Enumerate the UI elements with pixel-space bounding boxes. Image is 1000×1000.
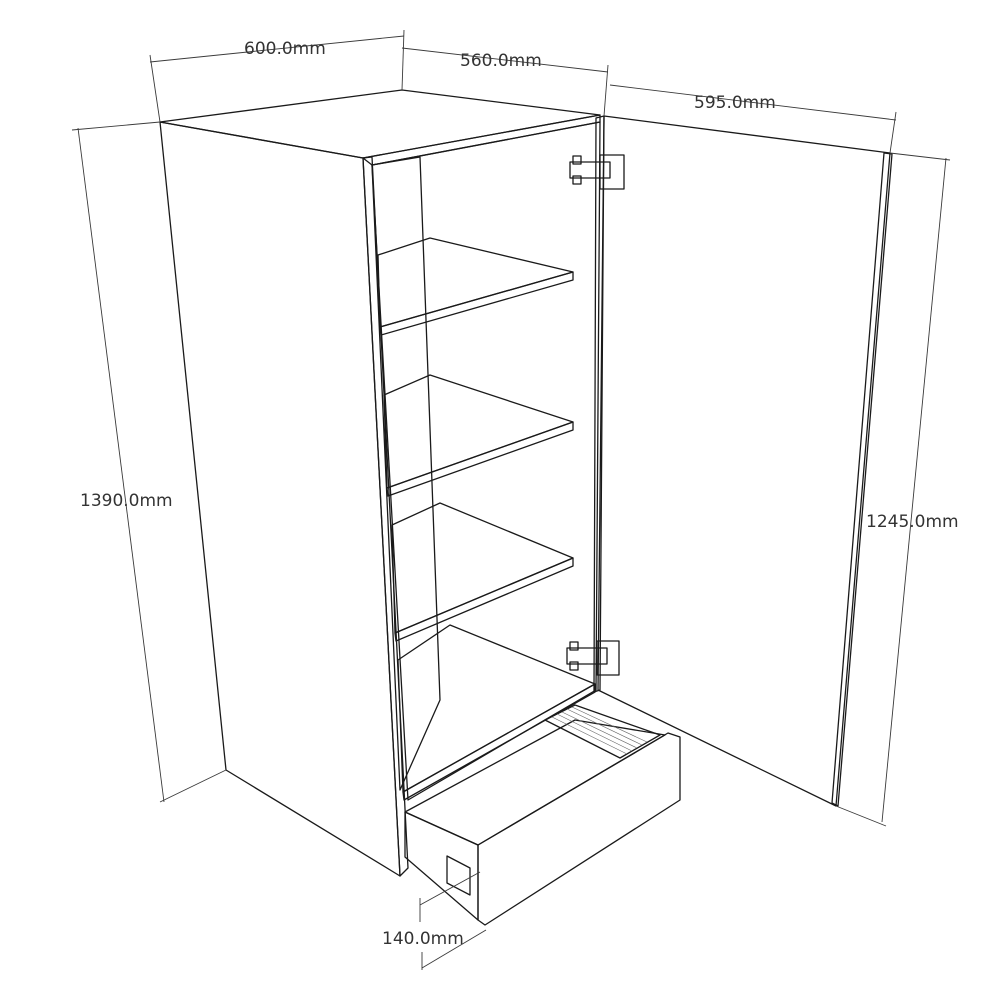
top-panel-front-edge <box>362 114 601 166</box>
shelf-2 <box>383 374 574 497</box>
drawer-front[interactable] <box>477 732 681 926</box>
dimension-door-height <box>835 152 951 827</box>
dimension-depth <box>401 47 609 117</box>
inner-side-strip <box>371 156 441 791</box>
left-panel-edge <box>362 156 409 877</box>
label-drawer-height: 140.0mm <box>382 929 464 949</box>
hinge-bottom <box>566 640 620 676</box>
dimension-overall-height <box>71 121 227 803</box>
shelf-1 <box>377 237 574 336</box>
door-edge <box>831 152 893 807</box>
drawer-ribbed-mat <box>544 704 661 759</box>
shelf-4-base <box>397 624 596 801</box>
hinge-top <box>569 154 625 190</box>
label-door-height: 1245.0mm <box>866 512 959 532</box>
right-carcass-edge <box>593 115 605 693</box>
dimension-door-width <box>609 84 897 154</box>
back-panel <box>371 121 601 801</box>
top-panel <box>159 89 601 159</box>
shelf-3 <box>391 502 574 642</box>
plinth-drawer[interactable] <box>404 704 681 926</box>
label-overall-height: 1390.0mm <box>80 491 173 511</box>
drawer-handle-cutout[interactable] <box>446 855 471 896</box>
label-depth: 560.0mm <box>460 51 542 71</box>
label-overall-width: 600.0mm <box>244 39 326 59</box>
dimension-drawer-height <box>419 871 487 970</box>
left-side-panel <box>159 121 401 877</box>
label-door-width: 595.0mm <box>694 93 776 113</box>
dimension-overall-width <box>149 29 405 123</box>
